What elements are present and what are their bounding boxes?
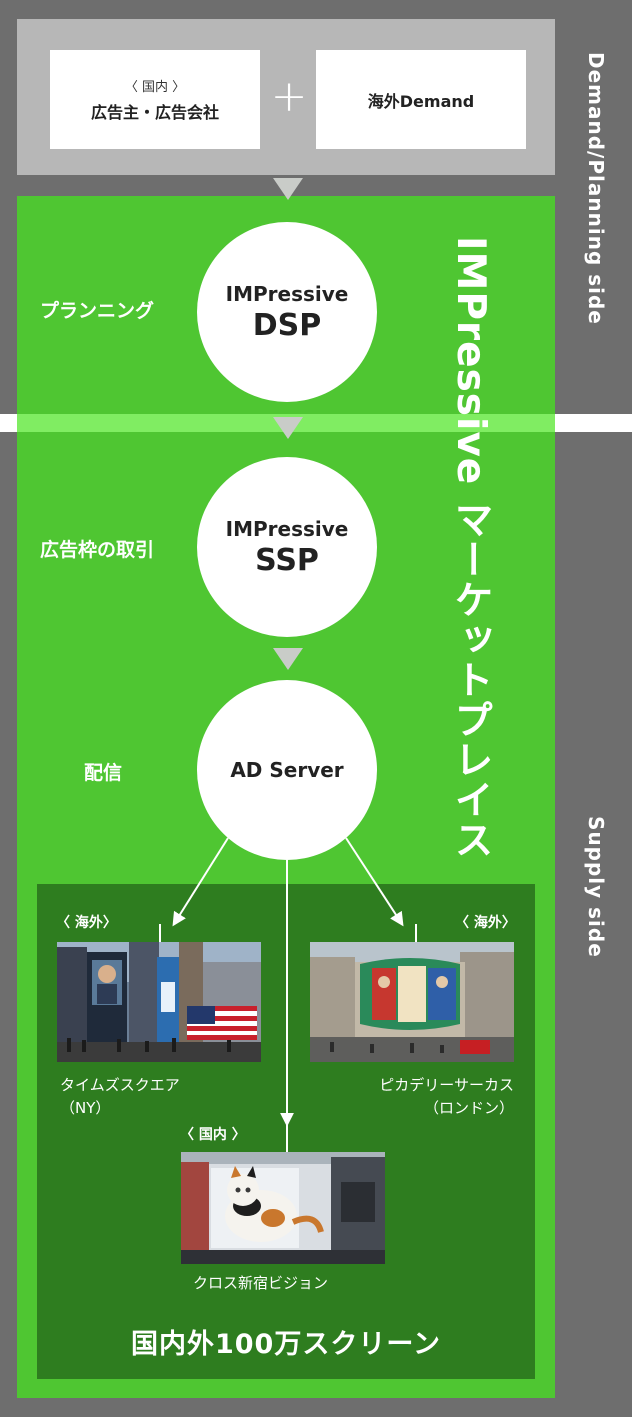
shinjuku-caption: クロス新宿ビジョン xyxy=(193,1274,329,1292)
flow-triangle-icon xyxy=(273,648,303,670)
london-caption: ピカデリーサーカス xyxy=(379,1076,514,1094)
overseas-demand-card: 海外Demand xyxy=(316,50,526,149)
times-square-photo xyxy=(57,942,261,1062)
dsp-label: DSP xyxy=(252,307,322,343)
ny-region-label: 〈 海外〉 xyxy=(56,915,117,931)
ad-server-node: AD Server xyxy=(197,680,377,860)
domestic-label: 〈 国内 〉 xyxy=(124,80,186,95)
screens-panel-title: 国内外100万スクリーン xyxy=(130,1329,441,1360)
shinjuku-region-label: 〈 国内 〉 xyxy=(180,1127,246,1143)
cross-shinjuku-vision-photo xyxy=(181,1152,385,1264)
demand-side-label: Demand/Planning side xyxy=(584,52,608,325)
ssp-label: SSP xyxy=(255,542,319,578)
ny-caption: タイムズスクエア xyxy=(60,1076,180,1094)
planning-label: プランニング xyxy=(40,300,155,322)
plus-icon: + xyxy=(270,71,308,122)
dsp-node: IMPressive DSP xyxy=(197,222,377,402)
flow-triangle-icon xyxy=(273,178,303,200)
london-region-label: 〈 海外〉 xyxy=(455,915,516,931)
supply-side-label: Supply side xyxy=(584,816,608,958)
overseas-demand-label: 海外Demand xyxy=(367,91,475,111)
ny-caption-city: （NY） xyxy=(60,1099,111,1117)
advertiser-label: 広告主・広告会社 xyxy=(90,103,219,122)
domestic-advertiser-card: 〈 国内 〉 広告主・広告会社 xyxy=(50,50,260,149)
ad-server-label: AD Server xyxy=(230,758,344,782)
ssp-node: IMPressive SSP xyxy=(197,457,377,637)
flow-triangle-icon xyxy=(273,417,303,439)
piccadilly-circus-photo xyxy=(310,942,514,1062)
dsp-brand: IMPressive xyxy=(225,281,349,306)
london-caption-city: （ロンドン） xyxy=(423,1099,514,1117)
delivery-label: 配信 xyxy=(84,762,123,784)
marketplace-title: IMPressive マーケットプレイス xyxy=(448,236,493,860)
ssp-brand: IMPressive xyxy=(225,516,349,541)
trading-label: 広告枠の取引 xyxy=(40,539,155,561)
